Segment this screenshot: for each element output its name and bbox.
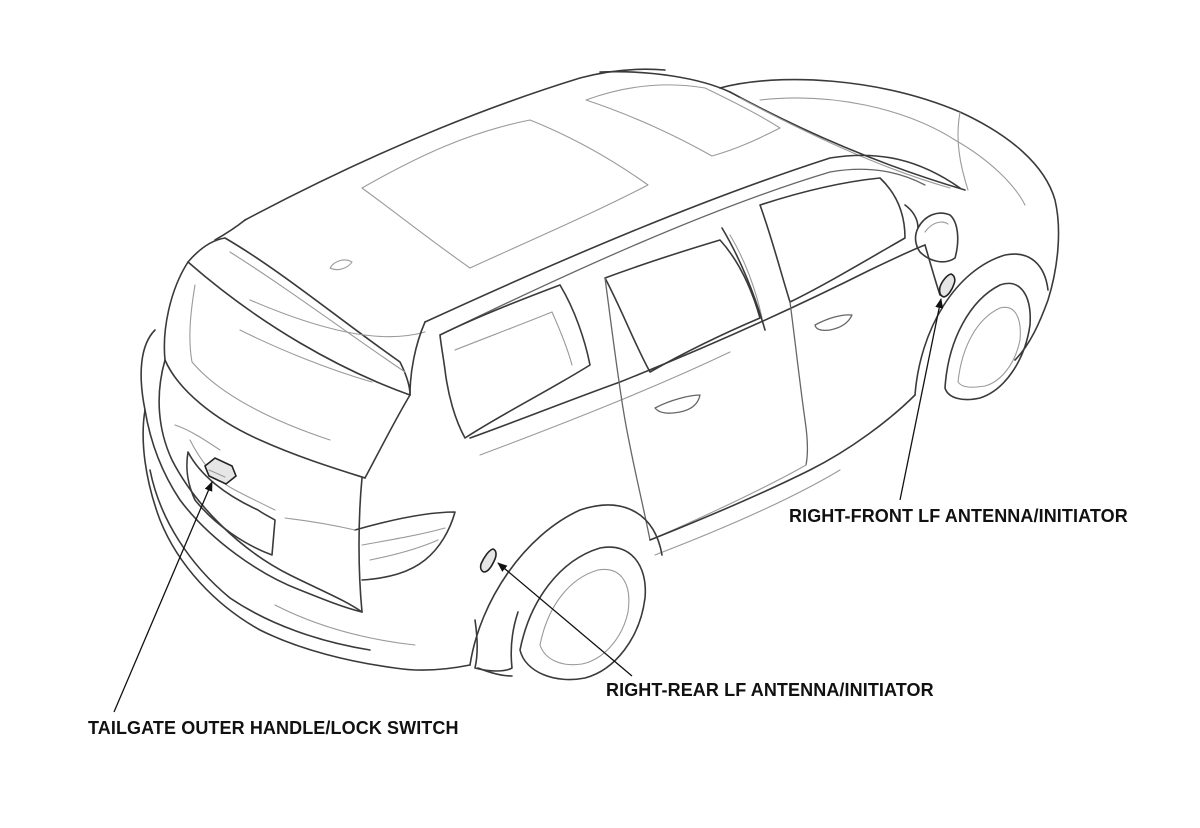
- tailgate-leader-line: [113, 481, 213, 713]
- right-front-leader-line: [899, 298, 944, 501]
- right-rear-leader-line: [497, 562, 633, 677]
- right-rear-antenna-label: RIGHT-REAR LF ANTENNA/INITIATOR: [606, 680, 934, 700]
- tailgate-handle-part: [204, 457, 237, 485]
- vehicle-outline: [140, 68, 1060, 681]
- right-front-antenna-label: RIGHT-FRONT LF ANTENNA/INITIATOR: [789, 506, 1128, 526]
- tailgate-switch-label: TAILGATE OUTER HANDLE/LOCK SWITCH: [88, 718, 459, 738]
- right-front-antenna-part: [938, 273, 956, 298]
- right-rear-antenna-part: [479, 548, 497, 573]
